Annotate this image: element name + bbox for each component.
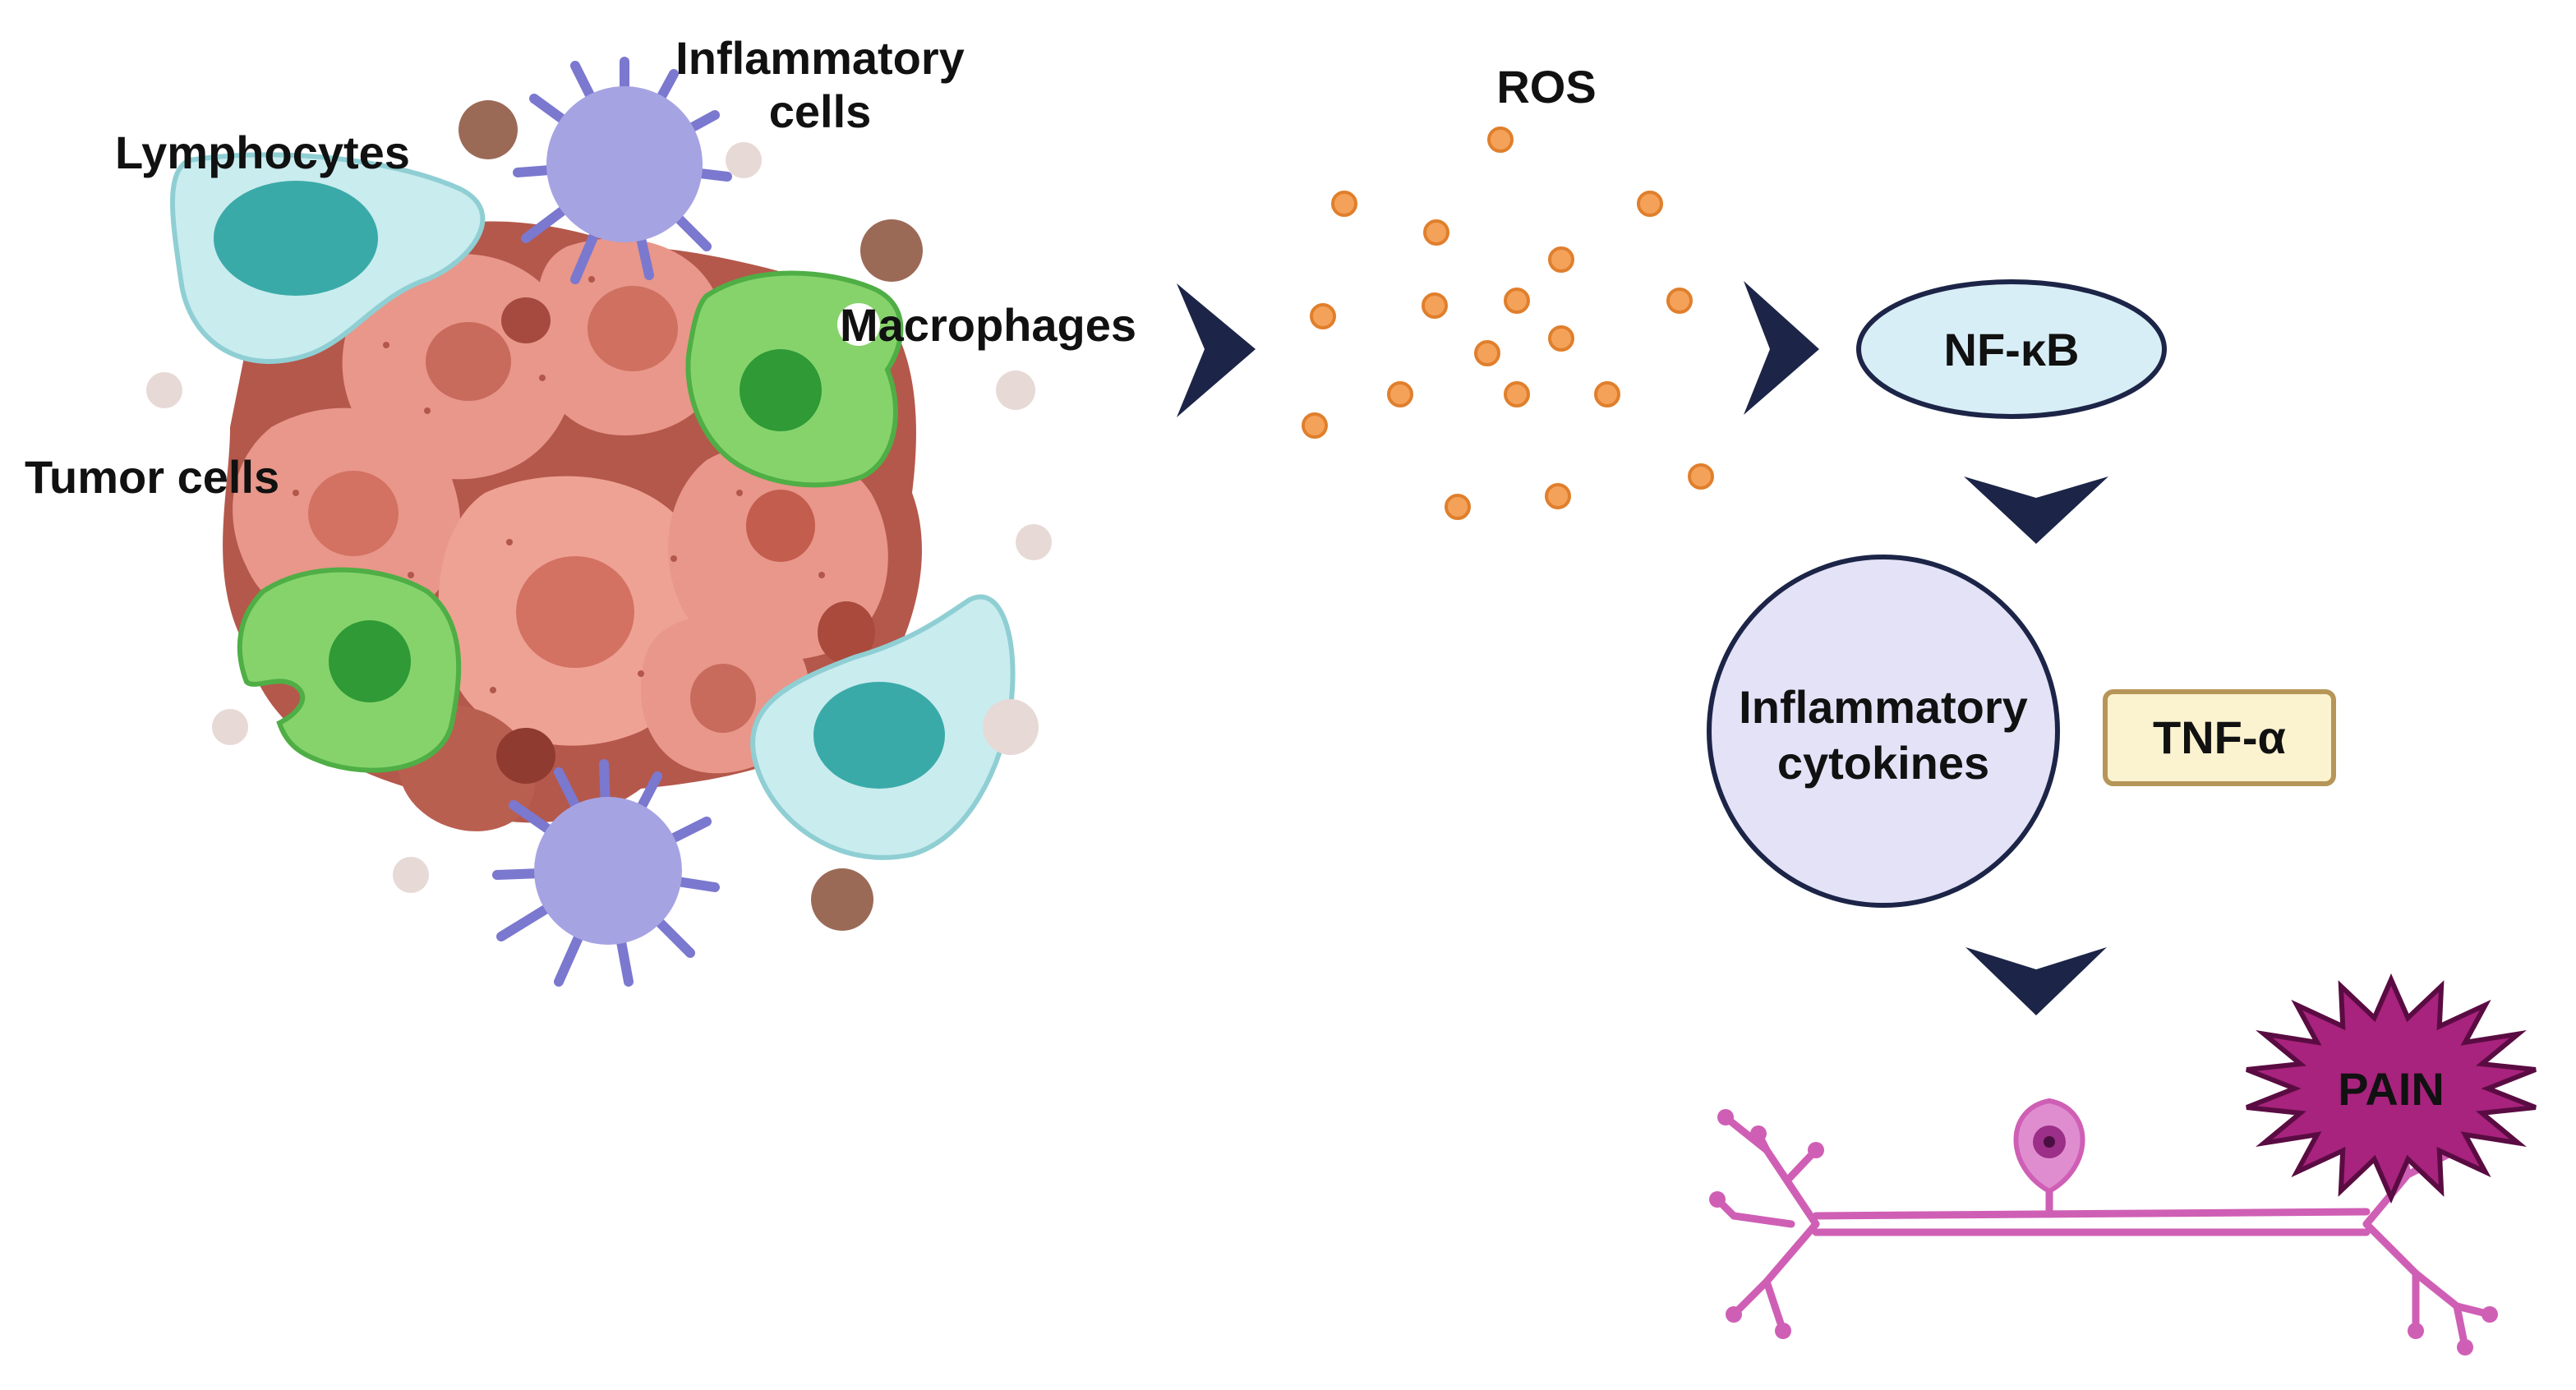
tumor-cell [532, 238, 726, 435]
ros-particle [1422, 292, 1448, 319]
pain-starburst: PAIN [2246, 973, 2537, 1204]
ros-particle [1331, 191, 1357, 217]
macrophage-top [685, 270, 904, 488]
extracellular-particles [146, 100, 1052, 931]
cytokines-node: Inflammatory cytokines [1707, 555, 2060, 908]
macrophage-bottom [237, 567, 462, 773]
cytokines-label-line2: cytokines [1777, 737, 1989, 789]
ros-particle [1688, 463, 1714, 490]
ros-label: ROS [1496, 61, 1596, 113]
nfkb-node: NF-κB [1856, 279, 2167, 419]
ros-particles [1302, 127, 1714, 520]
ros-particle [1637, 191, 1663, 217]
ros-particle [1548, 246, 1574, 273]
inflammatory-cells-label-line1: Inflammatory [675, 32, 965, 84]
lymphocytes-label: Lymphocytes [115, 127, 410, 178]
arrow-right-2 [1744, 281, 1819, 415]
ros-particle [1548, 325, 1574, 352]
ros-particle [1445, 494, 1471, 520]
ros-particle [1302, 412, 1328, 439]
ros-particle [1310, 303, 1336, 329]
nfkb-label: NF-κB [1944, 324, 2080, 375]
inflammatory-cells-label-line2: cells [769, 85, 872, 137]
ros-particle [1474, 340, 1500, 366]
ros-particle [1594, 381, 1620, 407]
macrophages-label: Macrophages [840, 299, 1136, 351]
inflammatory-cell-bottom [492, 759, 720, 987]
tumor-cells-label: Tumor cells [25, 451, 279, 503]
ros-particle [1666, 288, 1693, 314]
ros-particle [1545, 483, 1571, 509]
arrow-down-2 [1965, 947, 2107, 1015]
ros-particle [1504, 381, 1530, 407]
pain-label: PAIN [2338, 1063, 2445, 1115]
lymphocyte-bottom [750, 594, 1016, 860]
arrow-down-1 [1964, 476, 2108, 544]
lymphocyte-top [170, 152, 486, 364]
tnf-alpha-box: TNF-α [2103, 689, 2336, 786]
inflammatory-cell-top [513, 57, 732, 284]
ros-particle [1387, 381, 1413, 407]
ros-particle [1504, 288, 1530, 314]
tnf-alpha-label: TNF-α [2153, 711, 2286, 763]
arrow-right-1 [1177, 283, 1256, 417]
neuron [1713, 1113, 2494, 1351]
neuron-soma [2013, 1098, 2085, 1194]
ros-particle [1423, 219, 1449, 246]
ros-particle [1487, 127, 1514, 153]
tumor-cell [233, 407, 461, 628]
cytokines-label-line1: Inflammatory [1739, 681, 2028, 733]
